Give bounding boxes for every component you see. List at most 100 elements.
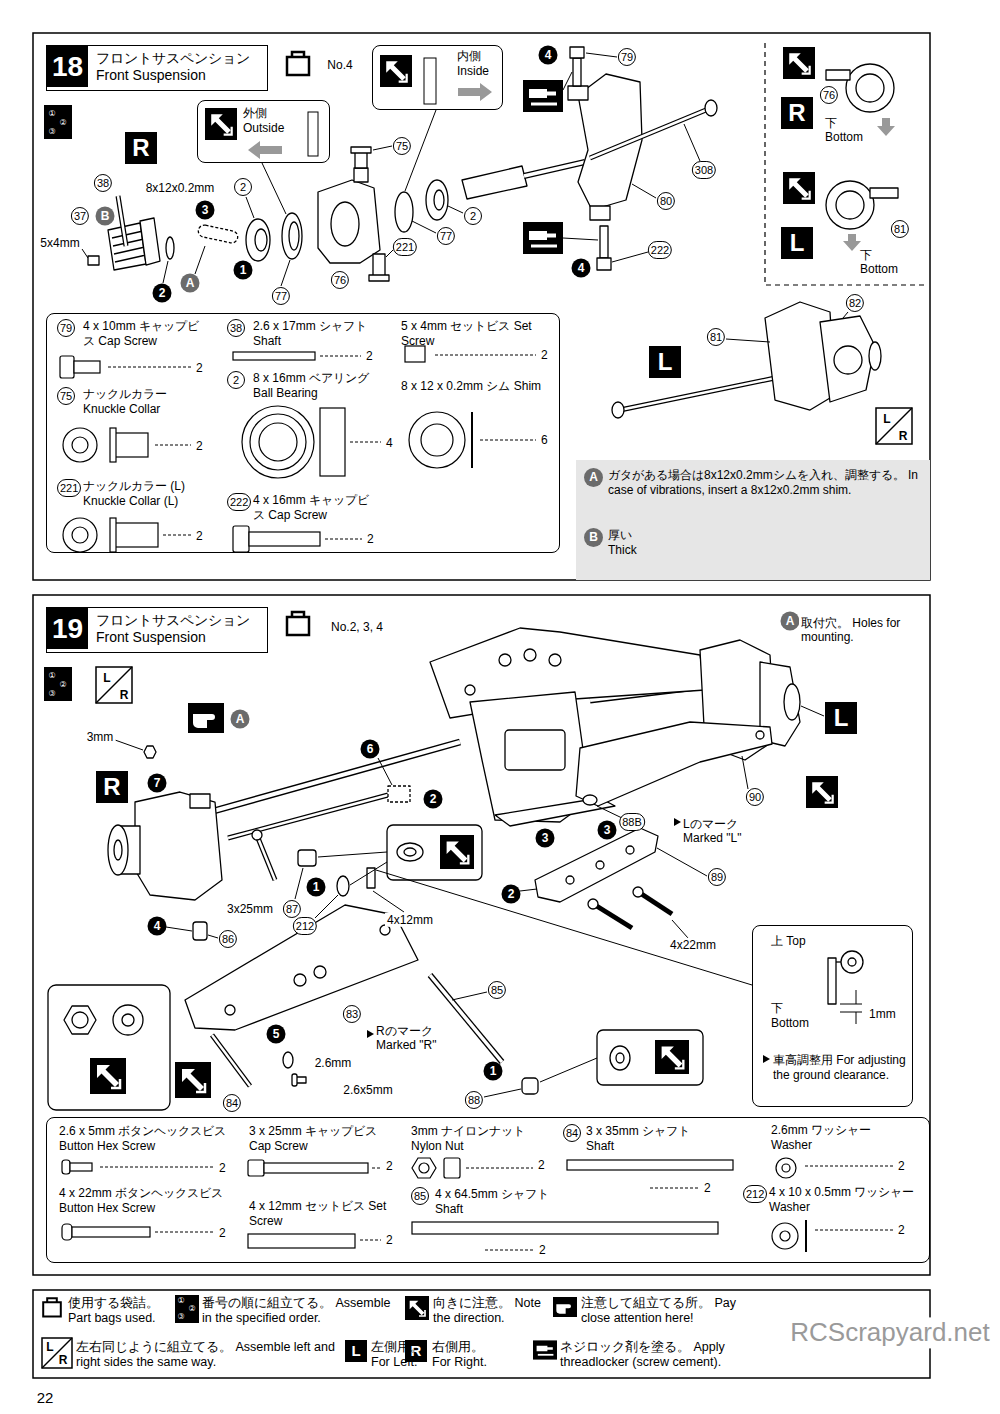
node-text: 2 bbox=[227, 371, 245, 389]
step18-parts bbox=[112, 231, 146, 262]
callout-number: 37 bbox=[71, 207, 89, 225]
step19-parts bbox=[144, 746, 156, 758]
leader-lines bbox=[520, 889, 537, 891]
instruction-icons bbox=[175, 1295, 199, 1323]
instruction-icons bbox=[424, 58, 436, 104]
step18-parts bbox=[118, 196, 126, 246]
callout-number: 89 bbox=[708, 868, 726, 886]
step19-parts bbox=[314, 966, 326, 978]
leader-lines bbox=[840, 1004, 862, 1005]
parts-table-icons bbox=[60, 356, 74, 378]
step18-parts bbox=[395, 192, 413, 232]
step18-parts bbox=[140, 218, 160, 265]
node-text: 85 bbox=[411, 1187, 429, 1205]
part-label: 3x25mm bbox=[225, 902, 275, 916]
instruction-icons bbox=[876, 408, 912, 444]
step18-parts bbox=[246, 219, 270, 261]
quantity-leaders bbox=[815, 1230, 893, 1231]
step19-parts bbox=[298, 850, 316, 866]
step-panels bbox=[765, 43, 925, 285]
quantity-leaders bbox=[100, 1167, 214, 1168]
quantity-leaders bbox=[480, 440, 536, 441]
part-label: 8x12x0.2mm bbox=[144, 181, 217, 195]
step18-parts bbox=[620, 378, 775, 410]
step19-parts bbox=[596, 861, 604, 869]
leader-lines bbox=[82, 249, 88, 258]
callout-number: 2 bbox=[464, 207, 482, 225]
callout-number: 308 bbox=[692, 161, 716, 179]
quantity-leaders bbox=[320, 356, 361, 357]
parts-table-icons bbox=[405, 346, 425, 362]
instruction-icons bbox=[877, 118, 895, 136]
step-panels bbox=[33, 595, 930, 1275]
instruction-icons bbox=[43, 1298, 61, 1316]
step18-parts bbox=[612, 402, 624, 418]
part-label: 3mm bbox=[85, 730, 116, 744]
leader-lines bbox=[373, 146, 392, 150]
node-text: 4 x 22mm ボタンヘックスビス Button Hex Screw bbox=[59, 1186, 244, 1216]
step19-parts bbox=[465, 685, 475, 695]
node-text: 4 x 64.5mm シャフト Shaft bbox=[435, 1187, 565, 1217]
legend-text: ネジロック剤を塗る。 Apply threadlocker (screw cem… bbox=[560, 1340, 795, 1370]
node-text: 2 bbox=[219, 1161, 226, 1176]
parts-table-icons bbox=[421, 424, 453, 456]
quantity-leaders bbox=[108, 367, 191, 368]
instruction-icons bbox=[42, 47, 912, 1368]
step18-parts bbox=[836, 191, 864, 219]
step18-parts bbox=[355, 152, 367, 168]
step19-parts bbox=[252, 830, 262, 840]
leader-lines bbox=[684, 124, 700, 161]
step19-parts bbox=[64, 1006, 96, 1034]
note-letter: A bbox=[231, 710, 250, 729]
leader-lines bbox=[295, 868, 303, 899]
detail-inset: 上 Top下 Bottom1mm車高調整用 For adjusting the … bbox=[752, 925, 913, 1107]
step19-parts bbox=[185, 905, 418, 1030]
leader-lines bbox=[563, 72, 572, 90]
instruction-icons bbox=[533, 1340, 557, 1359]
side-badge: L bbox=[345, 1340, 367, 1362]
step-number: 1 bbox=[234, 261, 253, 280]
part-label: 下 Bottom bbox=[858, 248, 912, 277]
callout-number: 90 bbox=[746, 788, 764, 806]
node-text: 2 bbox=[704, 1181, 711, 1196]
node-text: 221 bbox=[57, 479, 81, 497]
parts-table-icons bbox=[772, 1223, 798, 1249]
step19-parts bbox=[258, 838, 275, 880]
step-number: 3 bbox=[196, 201, 215, 220]
step-number: 5 bbox=[267, 1025, 286, 1044]
step18-parts bbox=[590, 206, 610, 220]
part-label: 2.6x5mm bbox=[341, 1083, 394, 1097]
parts-table-icons bbox=[72, 1227, 150, 1237]
leader-lines bbox=[281, 260, 290, 286]
node-text: 222 bbox=[227, 493, 251, 511]
instruction-icons bbox=[248, 83, 895, 251]
step19-parts bbox=[576, 722, 772, 806]
callout-number: 212 bbox=[293, 917, 317, 935]
step18-parts bbox=[870, 188, 898, 198]
parts-table-icons bbox=[409, 412, 465, 468]
part-label: 下 Bottom bbox=[823, 116, 877, 145]
parts-table-icons bbox=[250, 414, 306, 470]
watermark: RCScrapyard.net bbox=[787, 1317, 992, 1348]
step18-parts bbox=[331, 202, 359, 246]
instruction-icons bbox=[783, 172, 815, 204]
instruction-icons bbox=[287, 52, 309, 75]
leader-lines bbox=[726, 339, 770, 342]
side-letter: L bbox=[46, 1340, 53, 1354]
step-number: 1 bbox=[484, 1062, 503, 1081]
step19-parts bbox=[108, 825, 128, 875]
parts-table-icons bbox=[412, 1222, 718, 1234]
leader-lines bbox=[632, 184, 656, 198]
part-label: 5x4mm bbox=[38, 236, 81, 250]
step18-parts bbox=[524, 162, 585, 176]
callout-number: 85 bbox=[488, 981, 506, 999]
step-number: 4 bbox=[539, 46, 558, 65]
node-text: 212 bbox=[743, 1185, 767, 1203]
step18-parts bbox=[568, 86, 588, 100]
node-text: A bbox=[584, 468, 603, 487]
step19-parts bbox=[294, 974, 306, 986]
callout-number: 86 bbox=[219, 930, 237, 948]
step18-parts bbox=[570, 47, 584, 58]
